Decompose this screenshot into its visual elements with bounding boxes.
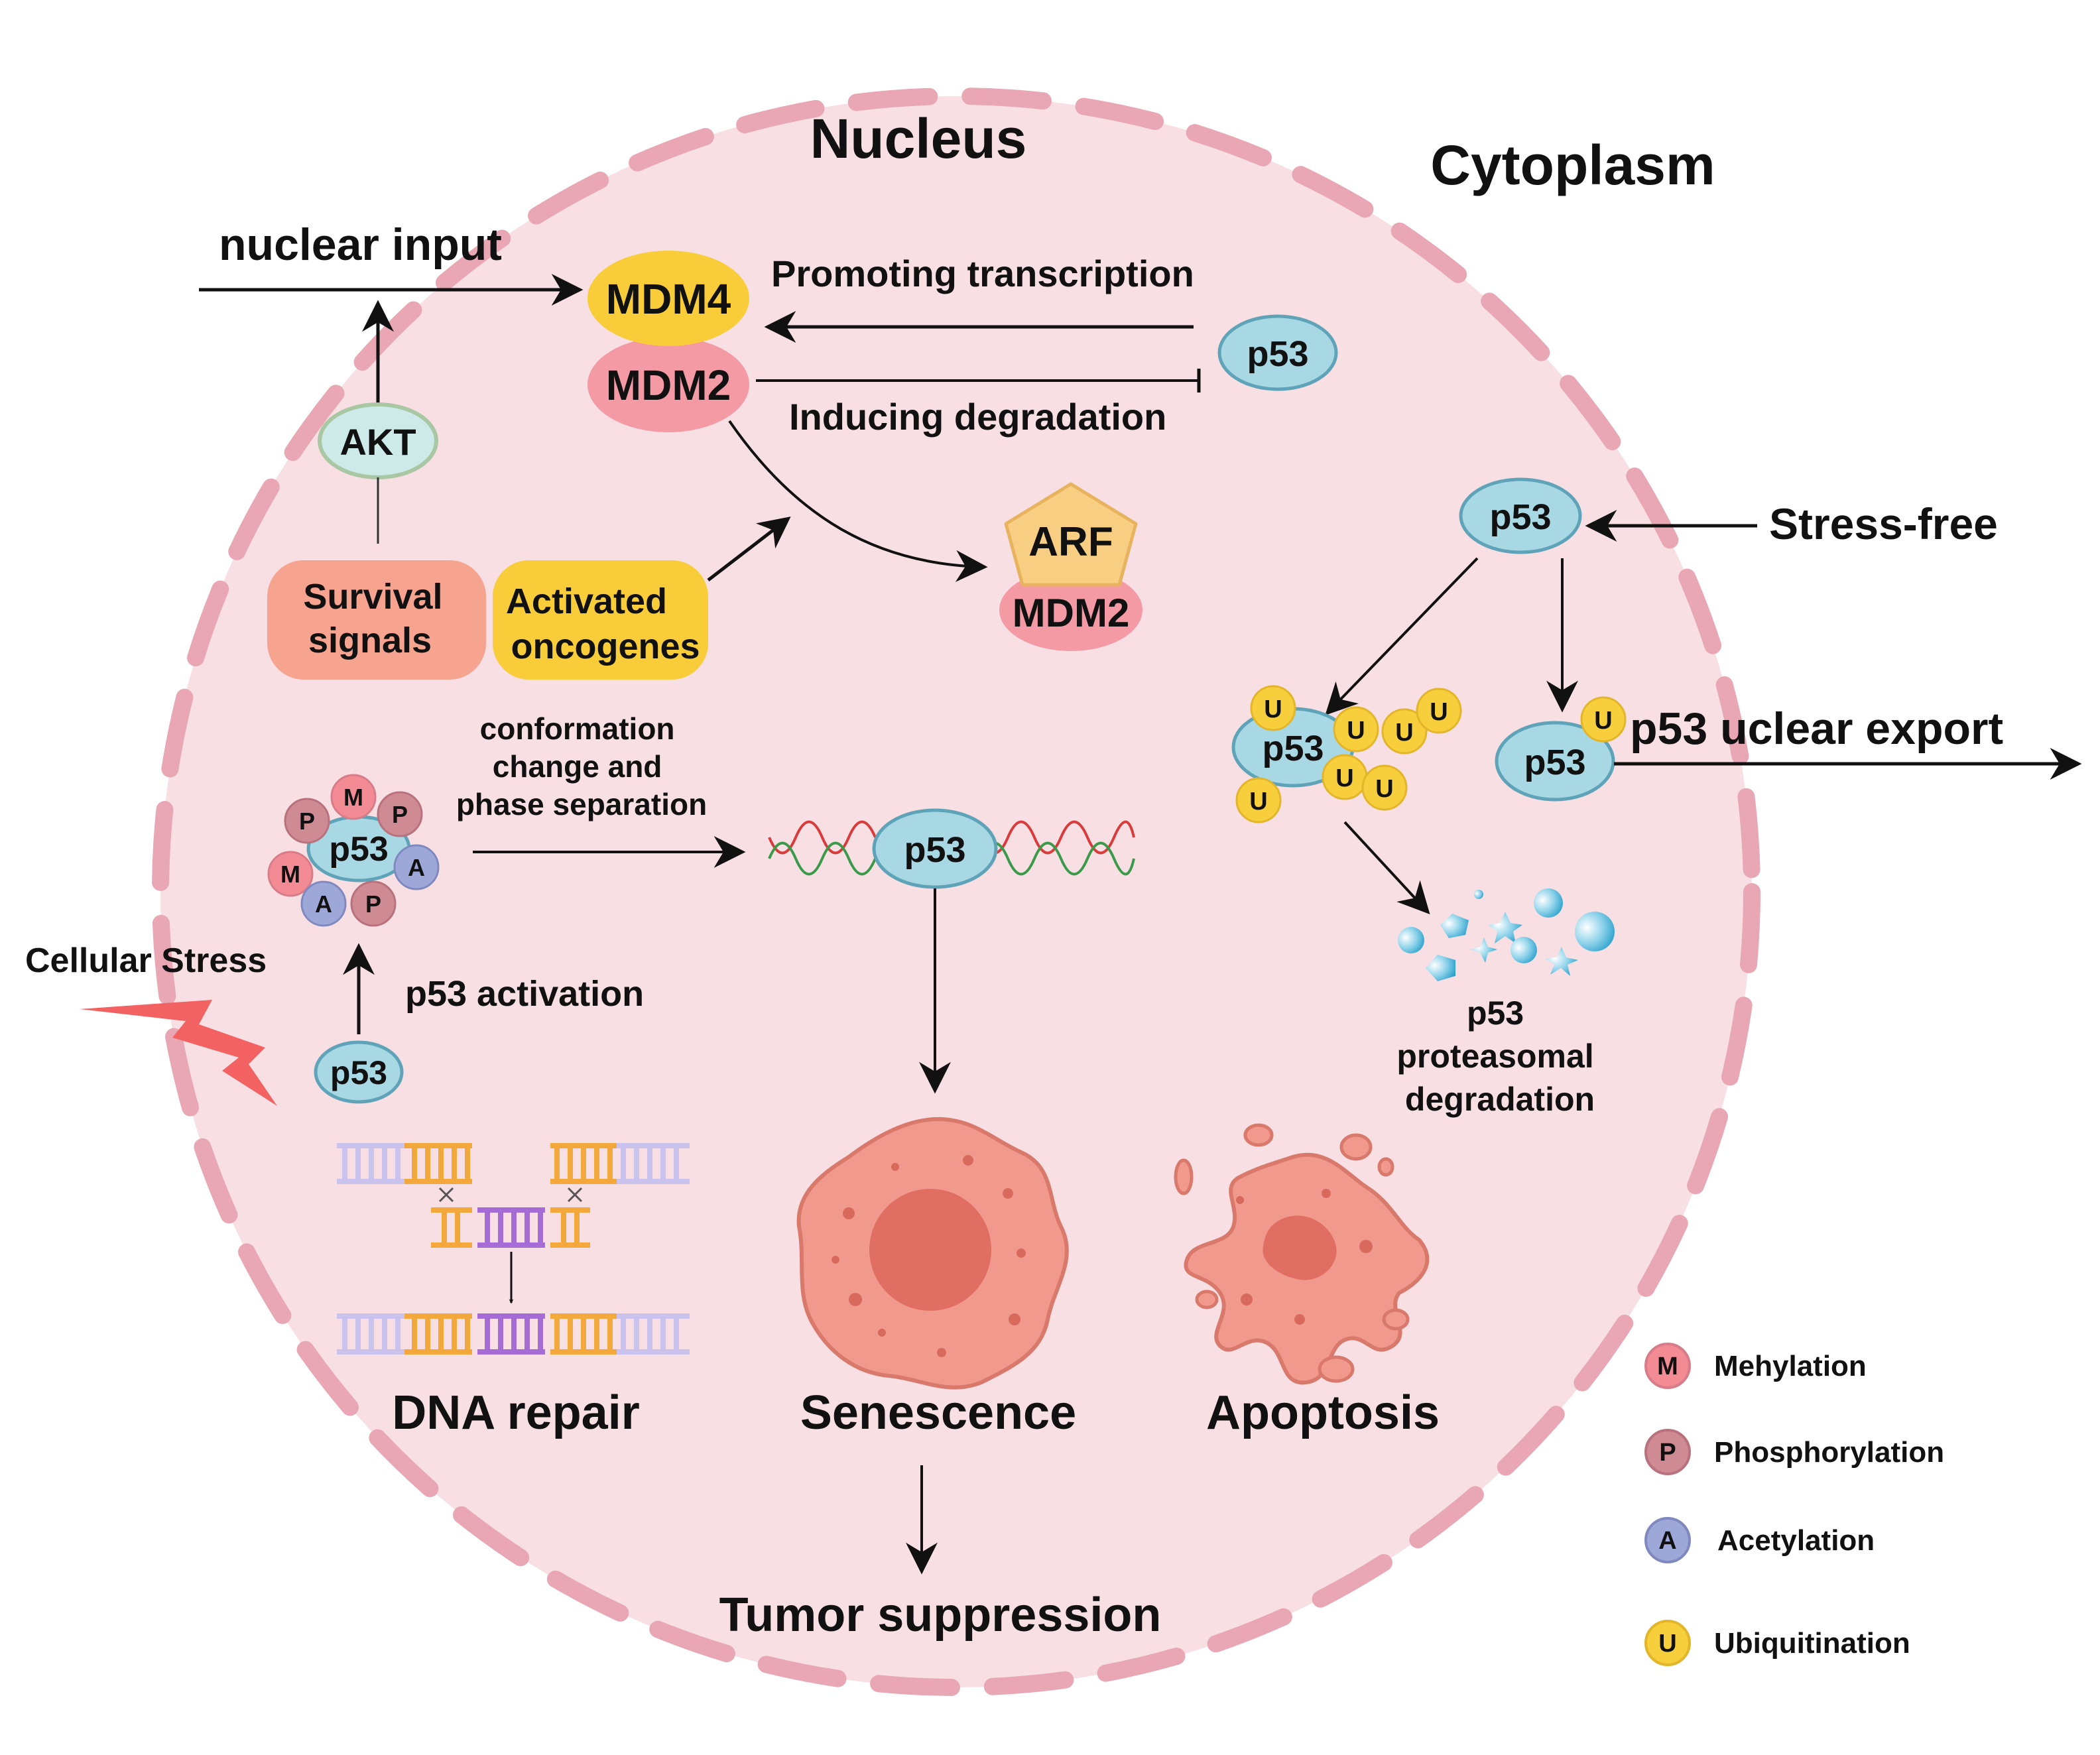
p53-inactive-label: p53 <box>330 1054 387 1091</box>
to-ubiquitination-arrow <box>1325 557 1479 715</box>
p53-inactive-node <box>314 1040 404 1104</box>
senescence-label: Senescence <box>800 1386 1076 1439</box>
svg-text:A: A <box>408 854 425 881</box>
cell-membrane <box>152 88 1760 1696</box>
svg-text:U: U <box>1430 698 1448 726</box>
arf-mdm2-label: MDM2 <box>1013 591 1130 635</box>
svg-text:A: A <box>315 890 332 918</box>
modification-cluster: M P P M A A P <box>267 774 440 927</box>
p53-cyto-top-label: p53 <box>1247 334 1308 374</box>
apoptotic-body-fragments <box>1174 1123 1410 1383</box>
legend-item-acetylation: A Acetylation <box>1644 1517 1875 1563</box>
dna-repair-label: DNA repair <box>392 1386 639 1439</box>
p53-export-node <box>1495 721 1615 802</box>
oncogenes-arrow <box>707 516 791 581</box>
inducing-degradation-label: Inducing degradation <box>789 396 1166 438</box>
svg-text:Acetylation: Acetylation <box>1717 1524 1875 1557</box>
mdm2-node <box>587 337 749 432</box>
legend: M Mehylation P Phosphorylation A Acetyla… <box>1644 1343 1944 1666</box>
mdm2-to-arf-arrow <box>728 420 988 582</box>
svg-text:U: U <box>1264 696 1282 723</box>
p53-dna-bound-label: p53 <box>904 830 965 870</box>
svg-text:M: M <box>1657 1353 1678 1380</box>
p53-dna-bound-node <box>872 808 998 889</box>
stress-free-label: Stress-free <box>1769 499 1998 548</box>
svg-text:A: A <box>1658 1527 1676 1555</box>
legend-item-phosphorylation: P Phosphorylation <box>1644 1429 1944 1475</box>
svg-text:P: P <box>299 808 315 835</box>
nucleus-title: Nucleus <box>810 107 1027 170</box>
mdm4-label: MDM4 <box>606 275 731 323</box>
legend-item-methylation: M Mehylation <box>1644 1343 1867 1389</box>
export-ubiquitin-mark <box>1580 696 1627 743</box>
ubiquitin-chain: U U U U U U U <box>1235 685 1462 823</box>
apoptosis-label: Apoptosis <box>1206 1386 1440 1439</box>
p53-export-label: p53 <box>1524 743 1585 782</box>
nuclear-input-label: nuclear input <box>219 219 502 270</box>
svg-text:P: P <box>365 890 381 918</box>
svg-text:U: U <box>1335 764 1353 792</box>
to-proteasome-arrow <box>1343 821 1430 915</box>
mdm4-node <box>587 251 749 346</box>
svg-text:Mehylation: Mehylation <box>1714 1350 1867 1382</box>
svg-text:U: U <box>1395 719 1413 747</box>
cytoplasm-title: Cytoplasm <box>1430 134 1715 196</box>
p53-activation-label: p53 activation <box>405 974 644 1014</box>
p53-modified-label: p53 <box>329 830 389 869</box>
survival-signals-label: Survival signals <box>303 577 452 660</box>
svg-text:U: U <box>1375 775 1393 803</box>
stress-bolt-icon <box>80 1000 277 1106</box>
svg-text:U: U <box>1347 717 1365 745</box>
svg-text:P: P <box>392 801 408 828</box>
promoting-transcription-label: Promoting transcription <box>771 253 1194 294</box>
dna-repair-illustration <box>337 1143 690 1355</box>
svg-text:P: P <box>1659 1439 1676 1467</box>
legend-item-ubiquitination: U Ubiquitination <box>1644 1620 1910 1666</box>
svg-text:M: M <box>280 861 300 888</box>
nuclear-export-label: p53 uclear export <box>1630 703 2003 754</box>
p53-cyto-top-node <box>1217 314 1338 391</box>
p53-cyto-free-label: p53 <box>1489 497 1551 537</box>
senescent-cell-dots <box>832 1155 1026 1357</box>
conformation-change-label: conformation change and phase separation <box>456 711 707 821</box>
svg-text:U: U <box>1249 788 1267 816</box>
proteasomal-degradation-label: p53 proteasomal degradation <box>1396 995 1603 1118</box>
export-ubiquitin-letter: U <box>1594 707 1612 735</box>
arf-mdm2-node <box>999 569 1143 651</box>
svg-text:U: U <box>1658 1630 1676 1658</box>
apoptotic-cell-dots <box>1236 1189 1373 1325</box>
proteasomal-fragments-icon <box>1398 888 1615 981</box>
p53-ubiquitinated-label: p53 <box>1262 729 1324 768</box>
cellular-stress-label: Cellular Stress <box>25 941 267 980</box>
activated-oncogenes-label: Activated oncogenes <box>506 581 700 666</box>
arf-label: ARF <box>1028 519 1113 565</box>
activated-oncogenes-box <box>493 560 708 680</box>
svg-text:Phosphorylation: Phosphorylation <box>1714 1436 1944 1469</box>
apoptotic-cell-nucleus <box>1263 1215 1337 1280</box>
dna-helix <box>768 820 1135 876</box>
tumor-suppression-label: Tumor suppression <box>719 1589 1162 1642</box>
mdm2-label: MDM2 <box>606 361 731 409</box>
svg-text:M: M <box>343 784 363 811</box>
arf-node <box>1004 482 1138 587</box>
p53-cyto-free-node <box>1459 477 1582 554</box>
akt-label: AKT <box>340 421 416 463</box>
survival-signals-box <box>267 560 486 680</box>
svg-text:Ubiquitination: Ubiquitination <box>1714 1627 1910 1660</box>
senescent-cell-nucleus <box>869 1189 991 1311</box>
